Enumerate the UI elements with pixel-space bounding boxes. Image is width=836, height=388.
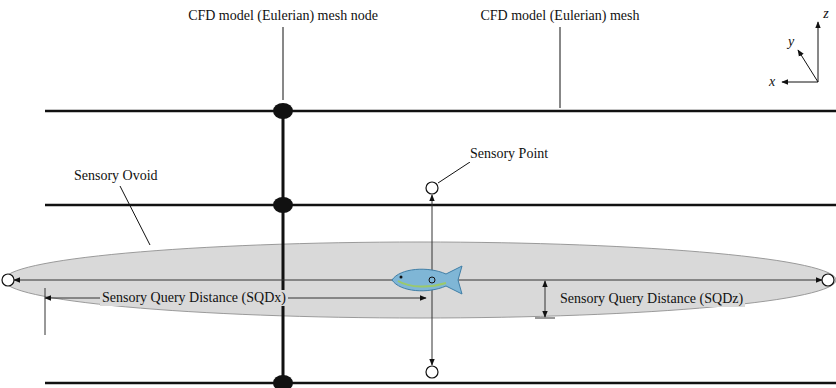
- axes-symbol: [782, 22, 818, 82]
- mesh-line: [45, 110, 836, 113]
- dimension-arrow: [545, 281, 546, 317]
- mesh-node: [273, 103, 293, 119]
- leader-line: [560, 27, 561, 108]
- sensory-point: [426, 182, 438, 194]
- dimension-label: Sensory Query Distance (SQDz): [558, 291, 745, 307]
- mesh-line: [45, 204, 836, 207]
- leader-line: [283, 27, 284, 100]
- axis-label: x: [767, 74, 777, 90]
- node-label: CFD model (Eulerian) mesh node: [186, 8, 380, 24]
- leader-line: [438, 162, 470, 183]
- leader-line: [120, 186, 150, 245]
- mesh-line: [45, 382, 836, 385]
- axis-label: z: [821, 6, 830, 22]
- mesh-label: CFD model (Eulerian) mesh: [478, 8, 641, 24]
- mesh-node: [273, 375, 293, 388]
- mesh-line: [282, 111, 285, 383]
- dimension-label: Sensory Query Distance (SQDx): [100, 290, 288, 306]
- sensory-point: [426, 366, 438, 378]
- ovoid-label: Sensory Ovoid: [72, 168, 160, 184]
- dimension-arrow: [432, 195, 433, 273]
- dimension-tick: [535, 318, 555, 319]
- axis-label: y: [786, 34, 796, 50]
- dimension-arrow: [432, 287, 433, 365]
- fish-icon: [392, 266, 462, 294]
- sensory-point: [822, 274, 834, 286]
- sensory-point: [2, 274, 14, 286]
- dimension-tick: [45, 288, 46, 335]
- point-label: Sensory Point: [468, 146, 550, 162]
- mesh-node: [273, 197, 293, 213]
- sensory-ovoid: [4, 242, 836, 318]
